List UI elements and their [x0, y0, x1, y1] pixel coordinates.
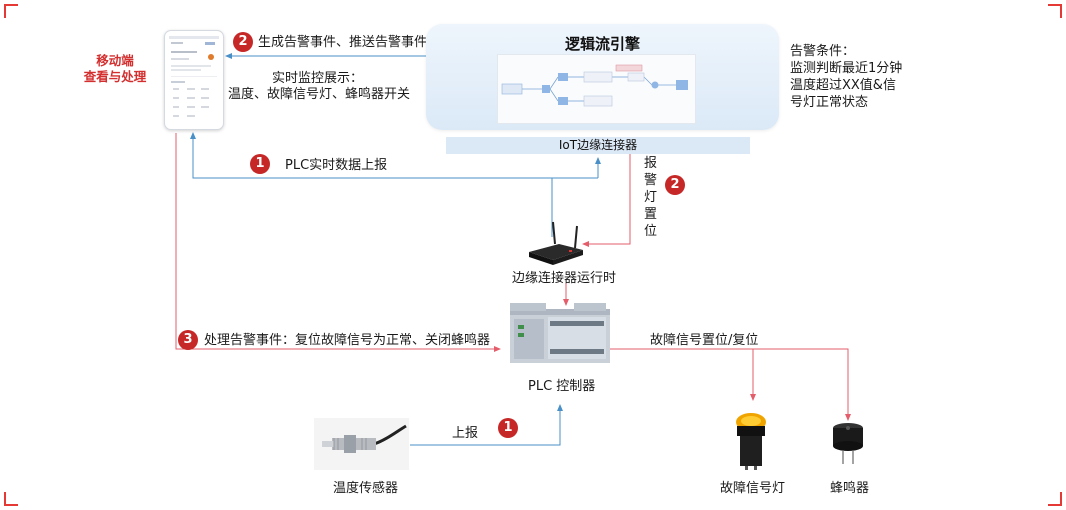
- step-badge-1-report: 1: [250, 154, 270, 174]
- alarm-condition-line3: 温度超过XX值&信: [790, 78, 896, 93]
- plc-label: PLC 控制器: [528, 379, 596, 394]
- sensor-icon: [322, 424, 407, 453]
- step-1-report-text: PLC实时数据上报: [285, 158, 388, 173]
- alarm-char-5: 位: [644, 224, 658, 239]
- step-badge-2-alarm: 2: [665, 175, 685, 195]
- fault-signal-set-text: 故障信号置位/复位: [650, 333, 759, 348]
- arrow-sensor-to-plc: [410, 404, 563, 446]
- alarm-light-set-text: 报 警 灯 置 位: [644, 155, 660, 240]
- step-2-push-text: 生成告警事件、推送告警事件消息: [258, 35, 454, 50]
- mobile-title-line1: 移动端: [96, 53, 134, 68]
- iot-edge-connector: IoT边缘连接器: [446, 137, 750, 154]
- realtime-monitor-line1: 实时监控展示：: [272, 71, 364, 86]
- alarm-char-4: 置: [644, 207, 658, 222]
- corner-mark-bottom-right: [1048, 492, 1062, 506]
- phone-ui-sketch: [169, 36, 219, 117]
- engine-title: 逻辑流引擎: [564, 35, 640, 53]
- mobile-phone-screen: [164, 30, 224, 130]
- arrow-alarm-to-router: [582, 154, 631, 247]
- corner-mark-top-left: [4, 4, 18, 18]
- router-icon: [529, 221, 583, 265]
- buzzer-label: 蜂鸣器: [830, 481, 870, 496]
- alarm-char-2: 警: [644, 173, 658, 188]
- sensor-label: 温度传感器: [333, 481, 399, 496]
- alarm-condition-line2: 监测判断最近1分钟: [790, 61, 903, 76]
- temperature-sensor-image: [314, 418, 409, 470]
- fault-lamp-label: 故障信号灯: [720, 481, 786, 496]
- buzzer-icon: [833, 423, 863, 464]
- alarm-char-3: 灯: [644, 190, 658, 205]
- arrow-mobile-to-plc: [175, 133, 501, 352]
- step-badge-3: 3: [178, 330, 198, 350]
- alarm-char-1: 报: [644, 156, 658, 171]
- step-badge-2-top: 2: [233, 32, 253, 52]
- fault-lamp-icon: [736, 413, 766, 470]
- mobile-title: 移动端 查看与处理: [70, 53, 160, 85]
- step-badge-1-sensor: 1: [498, 418, 518, 438]
- mobile-title-line2: 查看与处理: [83, 69, 147, 84]
- arrow-plc-to-outputs: [610, 348, 851, 421]
- plc-controller-icon: [510, 303, 610, 363]
- step-3-text: 处理告警事件：复位故障信号为正常、关闭蜂鸣器: [204, 333, 491, 348]
- arrow-report-to-mobile: [190, 132, 553, 237]
- realtime-monitor-line2: 温度、故障信号灯、蜂鸣器开关: [228, 87, 411, 102]
- flow-diagram-sketch: [501, 64, 688, 107]
- sensor-report-text: 上报: [452, 426, 479, 441]
- alarm-condition-line1: 告警条件：: [790, 44, 856, 59]
- corner-mark-bottom-left: [4, 492, 18, 506]
- corner-mark-top-right: [1048, 4, 1062, 18]
- edge-runtime-label: 边缘连接器运行时: [512, 271, 617, 286]
- alarm-condition-line4: 号灯正常状态: [790, 95, 869, 110]
- logic-flow-engine: 逻辑流引擎: [426, 24, 779, 130]
- alarm-condition: 告警条件： 监测判断最近1分钟 温度超过XX值&信 号灯正常状态: [790, 43, 902, 111]
- engine-flow-canvas: [497, 54, 696, 124]
